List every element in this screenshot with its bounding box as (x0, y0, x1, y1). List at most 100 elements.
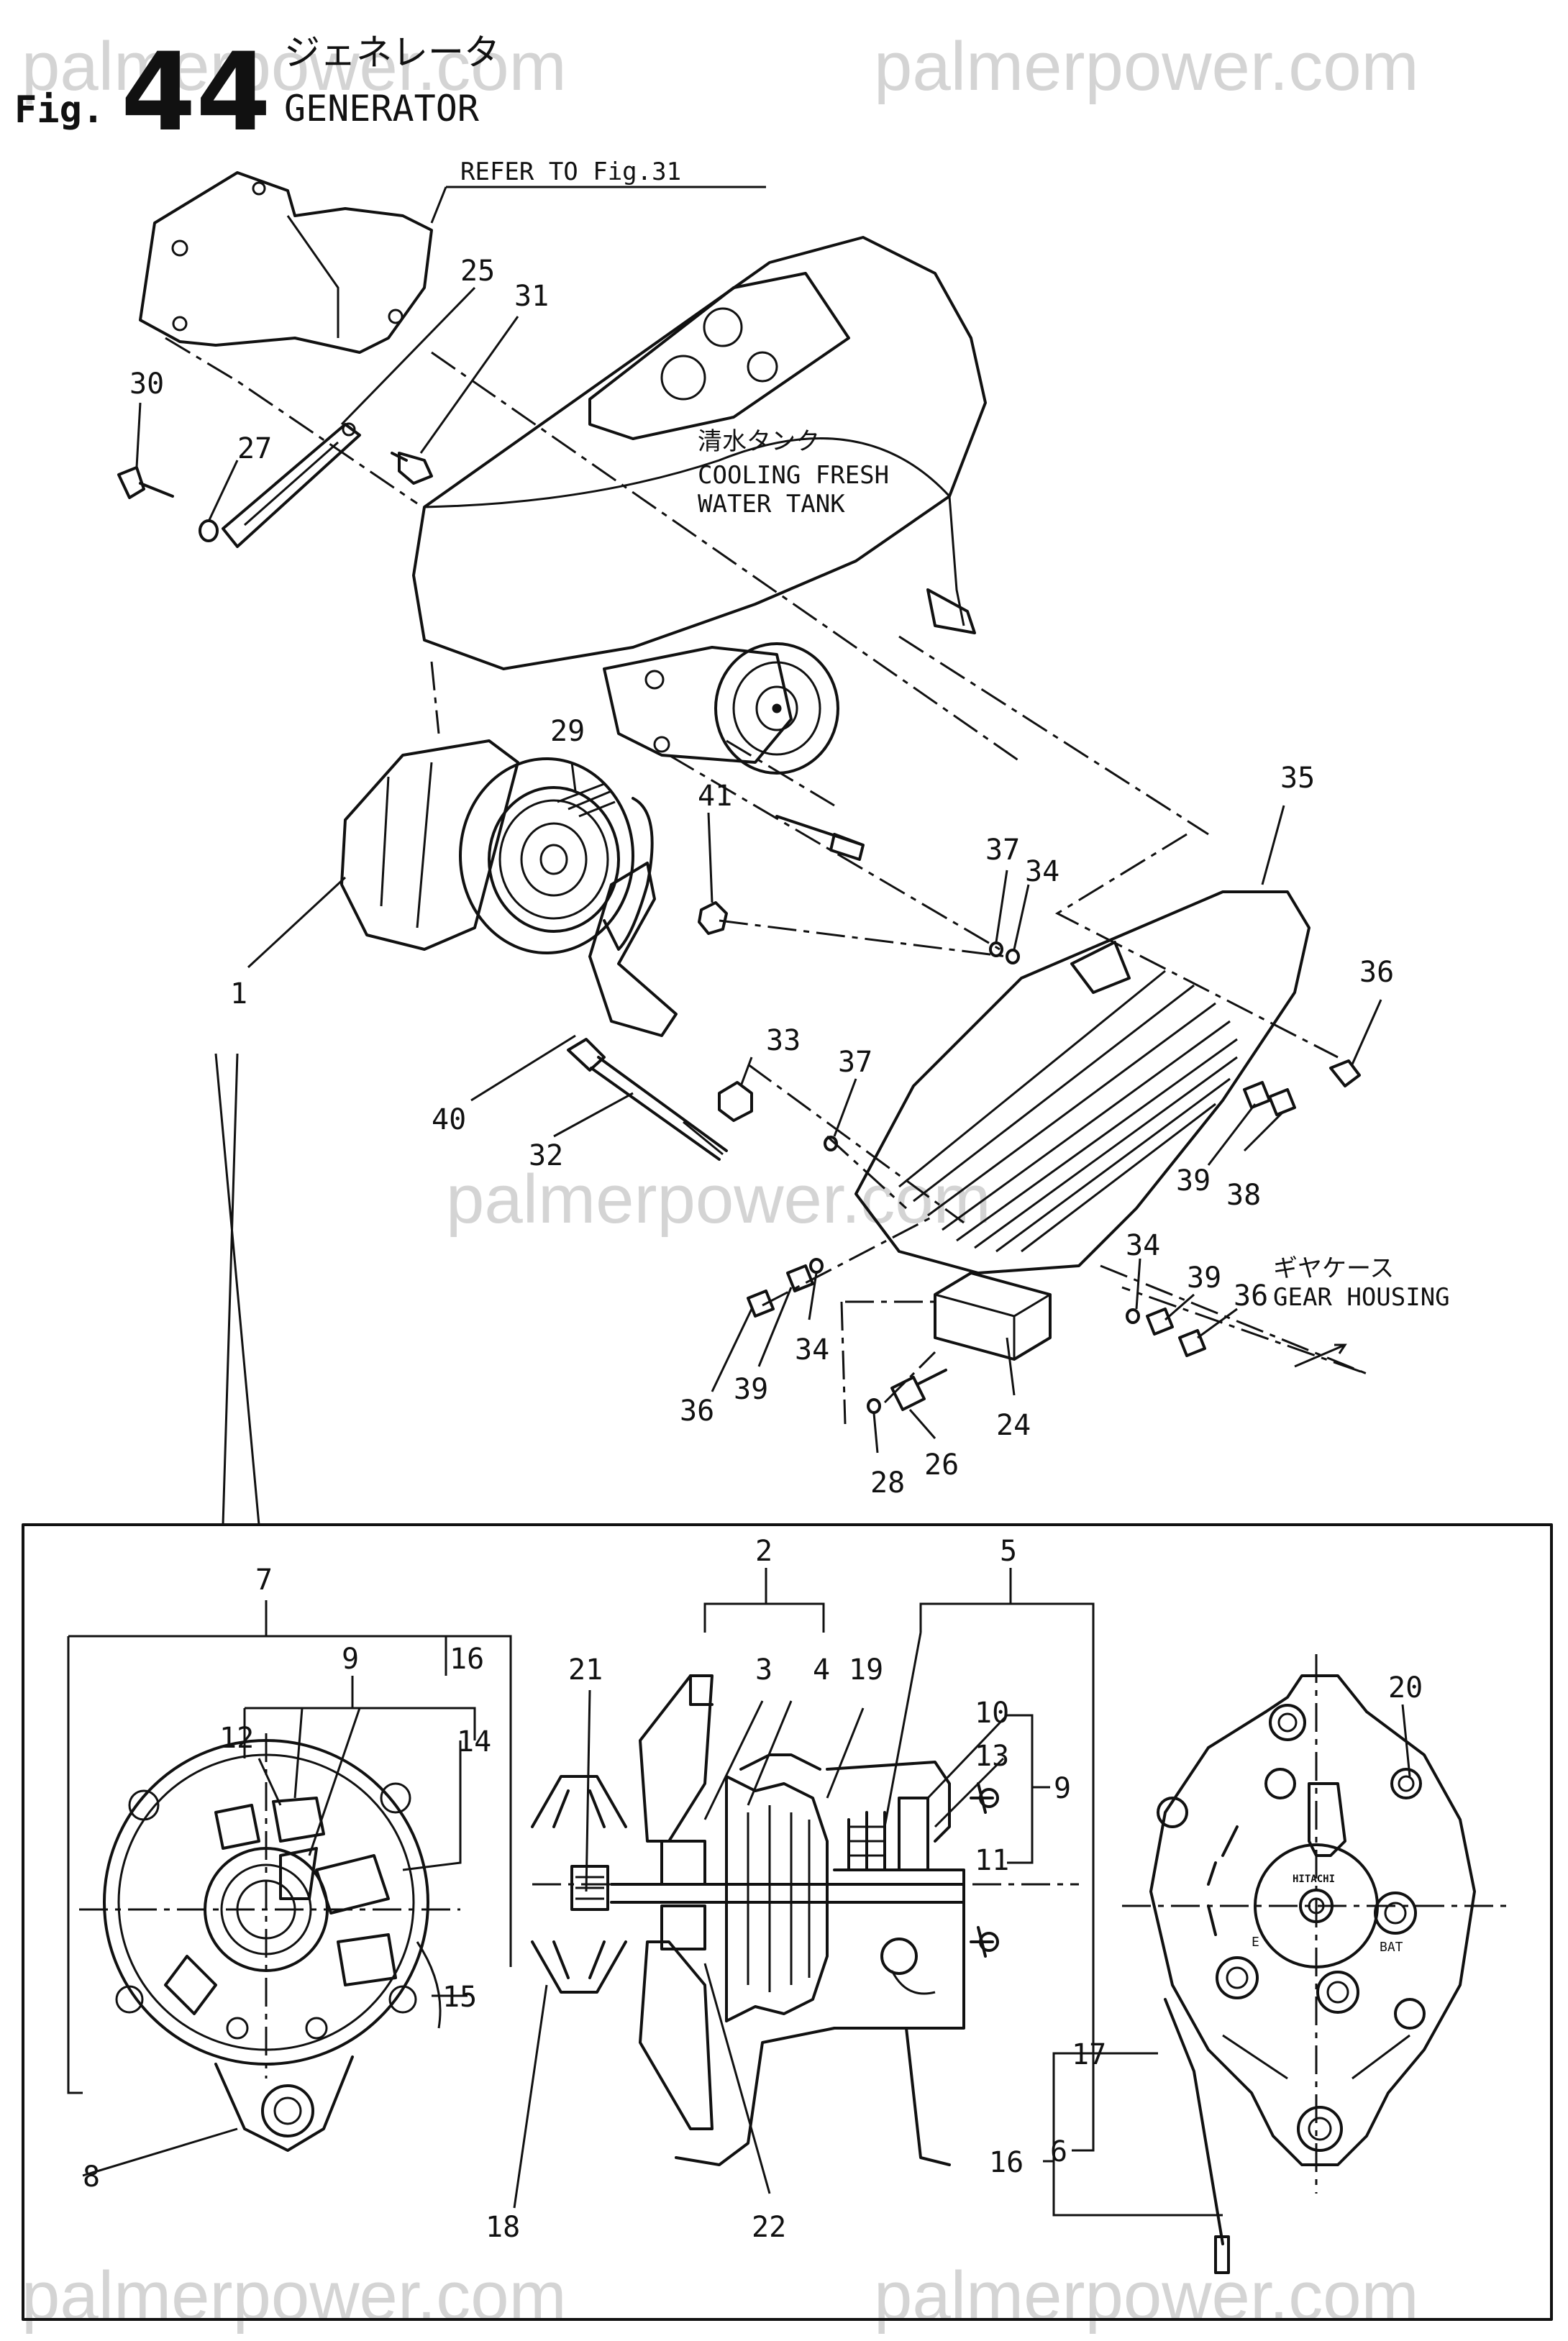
grommet-39-a (1243, 1081, 1271, 1109)
refer-leader (430, 186, 766, 224)
screw-36-b (1178, 1329, 1206, 1357)
long-bolt-32 (567, 1038, 728, 1161)
callout-32: 32 (529, 1139, 563, 1172)
callout-21: 21 (568, 1653, 603, 1687)
callout-9-b: 9 (1054, 1772, 1071, 1805)
callout-7: 7 (255, 1564, 273, 1597)
callout-22: 22 (752, 2211, 786, 2244)
callout-34-c: 34 (795, 1333, 829, 1366)
nut-38 (1268, 1088, 1296, 1116)
grommet-39-c (786, 1264, 814, 1292)
gear-label-japanese: ギヤケース (1273, 1254, 1394, 1283)
callout-30: 30 (129, 368, 164, 401)
callout-17: 17 (1072, 2038, 1106, 2071)
rear-housing-view (79, 1733, 460, 2152)
drive-belt (557, 782, 616, 818)
watermark-bottom-right: palmerpower.com (874, 2258, 1419, 2335)
washer-27 (199, 519, 219, 542)
washer-34-b (1126, 1308, 1140, 1324)
callout-37-b: 37 (838, 1046, 872, 1079)
watermark-center: palmerpower.com (446, 1161, 991, 1238)
callout-2: 2 (755, 1535, 772, 1568)
upper-leader-lines (135, 286, 1382, 1525)
callout-24: 24 (996, 1409, 1031, 1442)
callout-36-c: 36 (680, 1395, 714, 1428)
watermark-top-left: palmerpower.com (22, 28, 567, 105)
callout-1: 1 (230, 977, 247, 1010)
front-cover-view (1122, 1654, 1510, 2274)
callout-36-b: 36 (1234, 1279, 1268, 1313)
generator-bracket (588, 862, 678, 1037)
callout-39-b: 39 (1187, 1261, 1221, 1295)
callout-16-a: 16 (450, 1643, 484, 1676)
callout-33: 33 (766, 1024, 801, 1057)
tank-label-japanese: 清水タンク (698, 427, 820, 456)
grommet-39-b (1146, 1308, 1174, 1336)
detail-leader-lines (67, 1568, 1411, 2217)
belt-cover (854, 890, 1311, 1274)
callout-34-b: 34 (1126, 1229, 1160, 1262)
callout-29: 29 (550, 715, 585, 748)
figure-prefix: Fig. (14, 88, 104, 132)
gear-label-english: GEAR HOUSING (1273, 1283, 1450, 1312)
generator-detail-box (22, 1523, 1553, 2321)
callout-39-c: 39 (734, 1373, 768, 1406)
nut-33 (718, 1081, 753, 1122)
callout-37-a: 37 (985, 834, 1020, 867)
exhaust-elbow-casting (139, 171, 433, 354)
tank-label-english-1: COOLING FRESH (698, 461, 889, 490)
callout-4: 4 (813, 1653, 830, 1687)
figure-number: 44 (121, 30, 271, 155)
callout-40: 40 (432, 1103, 466, 1136)
terminal-bat-label: BAT (1380, 1940, 1403, 1955)
callout-20: 20 (1388, 1671, 1423, 1705)
callout-16-b: 16 (989, 2146, 1024, 2179)
nut-41 (698, 901, 728, 935)
callout-15: 15 (442, 1981, 477, 2014)
alignment-centre-lines (165, 337, 1367, 1425)
callout-25: 25 (460, 255, 495, 288)
callout-6: 6 (1050, 2135, 1067, 2168)
watermark-top-right: palmerpower.com (874, 28, 1419, 105)
callout-12: 12 (219, 1722, 254, 1755)
cooling-water-tank (412, 236, 987, 670)
callout-41: 41 (698, 780, 732, 813)
terminal-e-label: E (1252, 1935, 1259, 1950)
callout-26: 26 (924, 1448, 959, 1482)
screw-36-c (747, 1290, 775, 1318)
brand-label: HITACHI (1293, 1874, 1335, 1885)
sectional-view (531, 1674, 1079, 2166)
callout-36-a: 36 (1359, 956, 1394, 989)
refer-note: REFER TO Fig.31 (460, 158, 681, 186)
callout-9-a: 9 (342, 1643, 359, 1676)
callout-3: 3 (755, 1653, 772, 1687)
screw-36-a (1329, 1059, 1361, 1087)
stud-bolt (775, 815, 865, 861)
spacer-block-24 (934, 1272, 1052, 1361)
stud-26 (890, 1369, 947, 1411)
figure-title-japanese: ジェネレータ (284, 32, 500, 73)
callout-13: 13 (975, 1740, 1009, 1773)
figure-title: Fig. 44 ジェネレータ GENERATOR (14, 30, 500, 155)
adjusting-link (222, 422, 361, 548)
callout-18: 18 (486, 2211, 520, 2244)
callout-27: 27 (237, 432, 272, 465)
washer-34-a (1006, 949, 1020, 964)
gear-housing-arrow (1294, 1343, 1347, 1368)
callout-14: 14 (457, 1725, 491, 1758)
callout-5: 5 (1000, 1535, 1017, 1568)
water-pump-pulley (603, 642, 839, 775)
callout-8: 8 (83, 2160, 100, 2194)
callout-39-a: 39 (1176, 1164, 1211, 1197)
washer-37-a (989, 941, 1003, 957)
figure-title-english: GENERATOR (284, 88, 480, 129)
detail-callouts: 7 9 16 12 14 15 8 2 3 4 19 5 21 10 13 9 … (83, 1535, 1423, 2244)
callout-38: 38 (1226, 1179, 1261, 1212)
callout-19: 19 (849, 1653, 883, 1687)
watermark-bottom-left: palmerpower.com (22, 2258, 567, 2335)
callout-35: 35 (1280, 762, 1315, 795)
callout-34-a: 34 (1025, 855, 1059, 888)
callout-28: 28 (870, 1466, 905, 1500)
tank-label-english-2: WATER TANK (698, 490, 845, 519)
